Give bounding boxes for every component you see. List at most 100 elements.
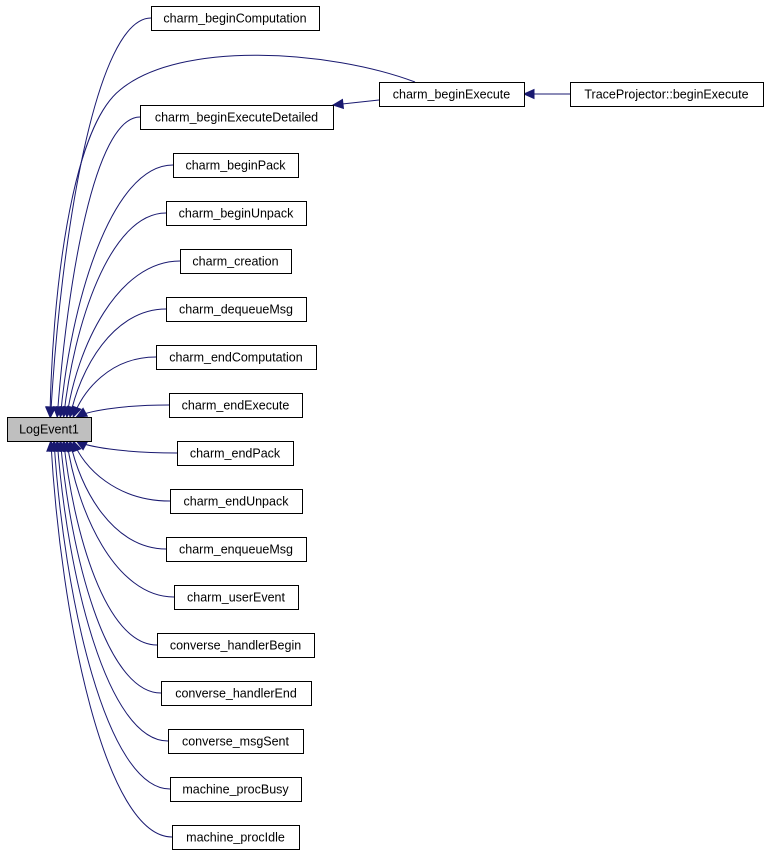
caller-node[interactable]: charm_userEvent	[174, 585, 299, 610]
node-box	[180, 249, 292, 274]
caller-node[interactable]: machine_procBusy	[170, 777, 302, 802]
edge-line	[66, 260, 181, 418]
node-label: converse_handlerEnd	[175, 687, 297, 701]
edge-line	[76, 404, 170, 418]
edge-line	[56, 116, 141, 418]
edge-line	[56, 440, 169, 742]
node-box	[170, 777, 302, 802]
caller-node[interactable]: charm_dequeueMsg	[166, 297, 307, 322]
caller-node[interactable]: charm_beginExecuteDetailed	[140, 105, 334, 130]
edge-line	[63, 440, 158, 646]
edge-line	[69, 440, 167, 550]
edge-line	[50, 17, 152, 418]
caller-node[interactable]: charm_endExecute	[169, 393, 303, 418]
node-label: machine_procBusy	[182, 783, 289, 797]
node-box	[166, 297, 307, 322]
edge-line	[53, 440, 171, 790]
caller-node[interactable]: charm_beginPack	[173, 153, 299, 178]
node-label: charm_endExecute	[182, 399, 290, 413]
edge-n3-to-n2	[522, 88, 570, 100]
caller-node[interactable]: charm_endPack	[177, 441, 294, 466]
edge-n2-to-n4	[331, 98, 380, 110]
edge-layer	[44, 17, 570, 838]
node-label: charm_beginUnpack	[179, 207, 294, 221]
node-label: charm_userEvent	[187, 591, 285, 605]
node-box	[166, 201, 307, 226]
arrowhead-icon	[75, 407, 89, 418]
caller-node[interactable]: TraceProjector::beginExecute	[570, 82, 764, 107]
node-label: converse_msgSent	[182, 735, 290, 749]
node-box	[379, 82, 525, 107]
arrowhead-icon	[71, 405, 82, 419]
caller-node[interactable]: charm_endComputation	[156, 345, 317, 370]
node-label: charm_endPack	[190, 447, 281, 461]
caller-node[interactable]: charm_enqueueMsg	[166, 537, 307, 562]
edge-n17-to-n0	[52, 439, 169, 742]
edge-n13-to-n0	[66, 439, 167, 550]
node-box	[161, 681, 312, 706]
node-label: charm_endUnpack	[184, 495, 290, 509]
edge-line	[63, 212, 167, 418]
caller-node[interactable]: converse_msgSent	[168, 729, 304, 754]
edge-n10-to-n0	[75, 404, 170, 418]
edge-n6-to-n0	[59, 212, 167, 419]
node-box	[151, 6, 320, 31]
node-label: charm_creation	[192, 255, 278, 269]
edge-line	[59, 440, 162, 694]
node-label: converse_handlerBegin	[170, 639, 301, 653]
edge-n7-to-n0	[63, 260, 181, 419]
node-box	[170, 489, 303, 514]
caller-node[interactable]: charm_beginUnpack	[166, 201, 307, 226]
node-label: machine_procIdle	[186, 831, 285, 845]
edge-n8-to-n0	[66, 308, 167, 419]
edge-n14-to-n0	[63, 439, 175, 598]
node-label: charm_beginComputation	[163, 12, 306, 26]
node-label: charm_beginExecute	[393, 88, 510, 102]
node-box	[172, 825, 300, 850]
node-label: LogEvent1	[19, 423, 79, 437]
edge-line	[69, 308, 167, 418]
node-box	[7, 417, 92, 442]
node-label: charm_enqueueMsg	[179, 543, 293, 557]
node-box	[177, 441, 294, 466]
edge-n19-to-n0	[46, 439, 173, 838]
node-box	[157, 633, 315, 658]
node-box	[173, 153, 299, 178]
edge-n9-to-n0	[71, 356, 157, 419]
node-box	[174, 585, 299, 610]
edge-line	[76, 440, 178, 454]
edge-n15-to-n0	[59, 439, 158, 646]
edge-n5-to-n0	[56, 164, 174, 419]
caller-node[interactable]: charm_creation	[180, 249, 292, 274]
node-layer: LogEvent1 charm_beginComputation charm_beg…	[7, 6, 764, 850]
edge-n4-to-n0	[52, 116, 141, 419]
arrowhead-icon	[46, 439, 57, 452]
edge-line	[50, 440, 173, 838]
caller-node[interactable]: converse_handlerBegin	[157, 633, 315, 658]
edge-line	[66, 440, 175, 598]
node-label: charm_beginPack	[185, 159, 286, 173]
caller-node[interactable]: charm_beginComputation	[151, 6, 320, 31]
edge-line	[49, 54, 416, 418]
node-label: TraceProjector::beginExecute	[584, 88, 748, 102]
caller-node[interactable]: converse_handlerEnd	[161, 681, 312, 706]
edge-n16-to-n0	[56, 439, 162, 694]
node-box	[570, 82, 764, 107]
node-box	[140, 105, 334, 130]
node-label: charm_dequeueMsg	[179, 303, 293, 317]
arrowhead-icon	[331, 98, 345, 110]
caller-node[interactable]: machine_procIdle	[172, 825, 300, 850]
node-box	[168, 729, 304, 754]
node-label: charm_endComputation	[169, 351, 302, 365]
node-box	[169, 393, 303, 418]
edge-n11-to-n0	[75, 440, 178, 454]
node-label: charm_beginExecuteDetailed	[155, 111, 318, 125]
caller-node[interactable]: charm_endUnpack	[170, 489, 303, 514]
caller-node[interactable]: charm_beginExecute	[379, 82, 525, 107]
arrowhead-icon	[44, 406, 56, 419]
arrowhead-icon	[522, 88, 535, 100]
edge-line	[59, 164, 174, 418]
node-box	[156, 345, 317, 370]
root-node: LogEvent1	[7, 417, 92, 442]
